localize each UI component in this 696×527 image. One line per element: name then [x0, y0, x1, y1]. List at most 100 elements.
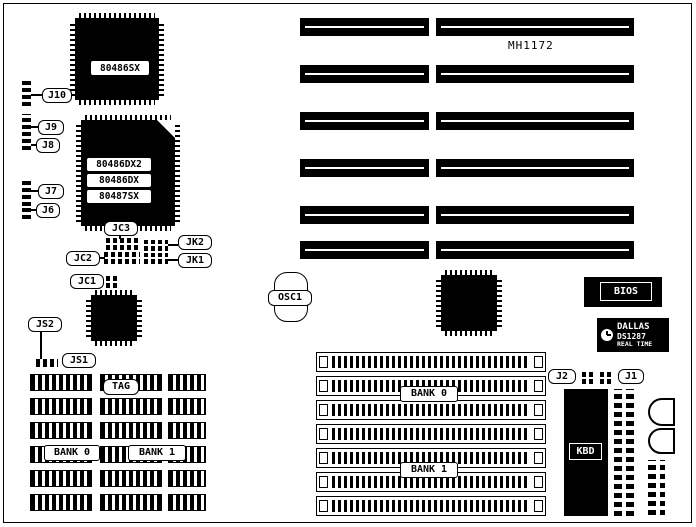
leader-line	[31, 190, 38, 192]
chip-body	[441, 275, 497, 331]
dip-memory-chip	[168, 374, 206, 391]
dip-memory-chip	[168, 422, 206, 439]
chip-body	[91, 295, 137, 341]
pin-header-strip-2	[648, 460, 665, 515]
bios-chip: BIOS	[584, 277, 662, 307]
dip-memory-chip	[100, 470, 162, 487]
leader-line	[168, 244, 178, 246]
dip-memory-chip	[100, 398, 162, 415]
chip-pins-right	[497, 279, 502, 327]
leader-line	[31, 144, 36, 146]
leader-line	[31, 94, 42, 96]
cpu-80486sx-chip: 80486SX	[70, 13, 164, 105]
simm-bank0-label: BANK 0	[400, 386, 458, 402]
isa-expansion-slot	[436, 241, 634, 259]
isa-expansion-slot	[436, 18, 634, 36]
rtc-part: DS1287	[617, 331, 646, 341]
dip-memory-chip	[168, 494, 206, 511]
cpu-label-80486dx: 80486DX	[86, 173, 152, 188]
bios-label: BIOS	[600, 282, 652, 301]
jumper-block-js	[36, 359, 58, 367]
simm-mount-hole	[319, 500, 328, 512]
chip-body	[75, 18, 159, 100]
simm-mount-hole	[319, 452, 328, 464]
simm-mount-hole	[319, 404, 328, 416]
dip-bank0-label: BANK 0	[44, 445, 100, 461]
jumper-block-j1	[600, 370, 614, 384]
rtc-brand: DALLAS	[617, 321, 650, 332]
chip-pins-left	[86, 299, 91, 337]
dip-memory-chip	[168, 470, 206, 487]
cpu-label-80487sx: 80487SX	[86, 189, 152, 204]
chip-pins-right	[137, 299, 142, 337]
isa-expansion-slot	[436, 206, 634, 224]
chip-pins-left	[70, 22, 75, 96]
rtc-type: REAL TIME	[617, 340, 653, 349]
leader-line	[168, 259, 178, 261]
simm-mount-hole	[319, 428, 328, 440]
callout-j10: J10	[42, 88, 72, 103]
chip-pins-left	[76, 124, 81, 222]
simm-contacts	[332, 428, 530, 440]
jumper-pins-j8	[22, 139, 31, 150]
simm-mount-hole	[534, 500, 543, 512]
leader-line	[119, 236, 121, 239]
callout-j1: J1	[618, 369, 644, 384]
jumper-block-jk2	[144, 240, 168, 251]
chip-pins-top	[79, 13, 155, 18]
rtc-text: DALLAS DS1287 REAL TIME	[617, 322, 652, 349]
keyboard-din-connector	[648, 398, 675, 426]
jumper-block-jc3	[106, 238, 140, 250]
clock-icon	[601, 329, 613, 341]
callout-jc3: JC3	[104, 221, 138, 236]
simm-mount-hole	[319, 380, 328, 392]
kbd-controller-chip: KBD	[564, 389, 608, 516]
simm-contacts	[332, 404, 530, 416]
jumper-block-jc1	[106, 276, 118, 288]
simm-mount-hole	[319, 356, 328, 368]
cpu-label-80486dx2: 80486DX2	[86, 157, 152, 172]
board-model-label: MH1172	[508, 39, 554, 52]
callout-jc2: JC2	[66, 251, 100, 266]
callout-j6: J6	[36, 203, 60, 218]
isa-expansion-slot	[300, 112, 429, 130]
chip-pins-top	[445, 270, 493, 275]
simm-mount-hole	[534, 380, 543, 392]
cpu-80486sx-label: 80486SX	[90, 60, 150, 76]
chip-pins-bottom	[445, 331, 493, 336]
callout-j9: J9	[38, 120, 64, 135]
chipset-chip	[436, 270, 502, 336]
simm-contacts	[332, 476, 530, 488]
jumper-block-jc2	[104, 252, 140, 264]
callout-j8: J8	[36, 138, 60, 153]
dip-memory-chip	[100, 494, 162, 511]
callout-jk2: JK2	[178, 235, 212, 250]
callout-jk1: JK1	[178, 253, 212, 268]
leader-line	[100, 257, 105, 259]
leader-line	[40, 332, 42, 359]
jumper-block-j2	[582, 370, 596, 384]
dip-memory-chip	[30, 374, 92, 391]
isa-expansion-slot	[300, 206, 429, 224]
simm-contacts	[332, 452, 530, 464]
callout-js1: JS1	[62, 353, 96, 368]
leader-line	[31, 126, 38, 128]
dip-bank1-label: BANK 1	[128, 445, 186, 461]
callout-j2: J2	[548, 369, 576, 384]
jumper-pins-j9	[22, 114, 31, 136]
dip-memory-chip	[100, 422, 162, 439]
simm-mount-hole	[534, 452, 543, 464]
chip-pins-right	[175, 124, 180, 222]
simm-socket	[316, 352, 546, 372]
chip-pins-bottom	[79, 100, 155, 105]
isa-expansion-slot	[300, 65, 429, 83]
simm-socket	[316, 376, 546, 396]
callout-jc1: JC1	[70, 274, 104, 289]
jumper-pins-j6	[22, 208, 31, 219]
chip-pins-left	[436, 279, 441, 327]
simm-mount-hole	[534, 476, 543, 488]
simm-mount-hole	[319, 476, 328, 488]
simm-socket	[316, 424, 546, 444]
simm-mount-hole	[534, 356, 543, 368]
simm-contacts	[332, 500, 530, 512]
